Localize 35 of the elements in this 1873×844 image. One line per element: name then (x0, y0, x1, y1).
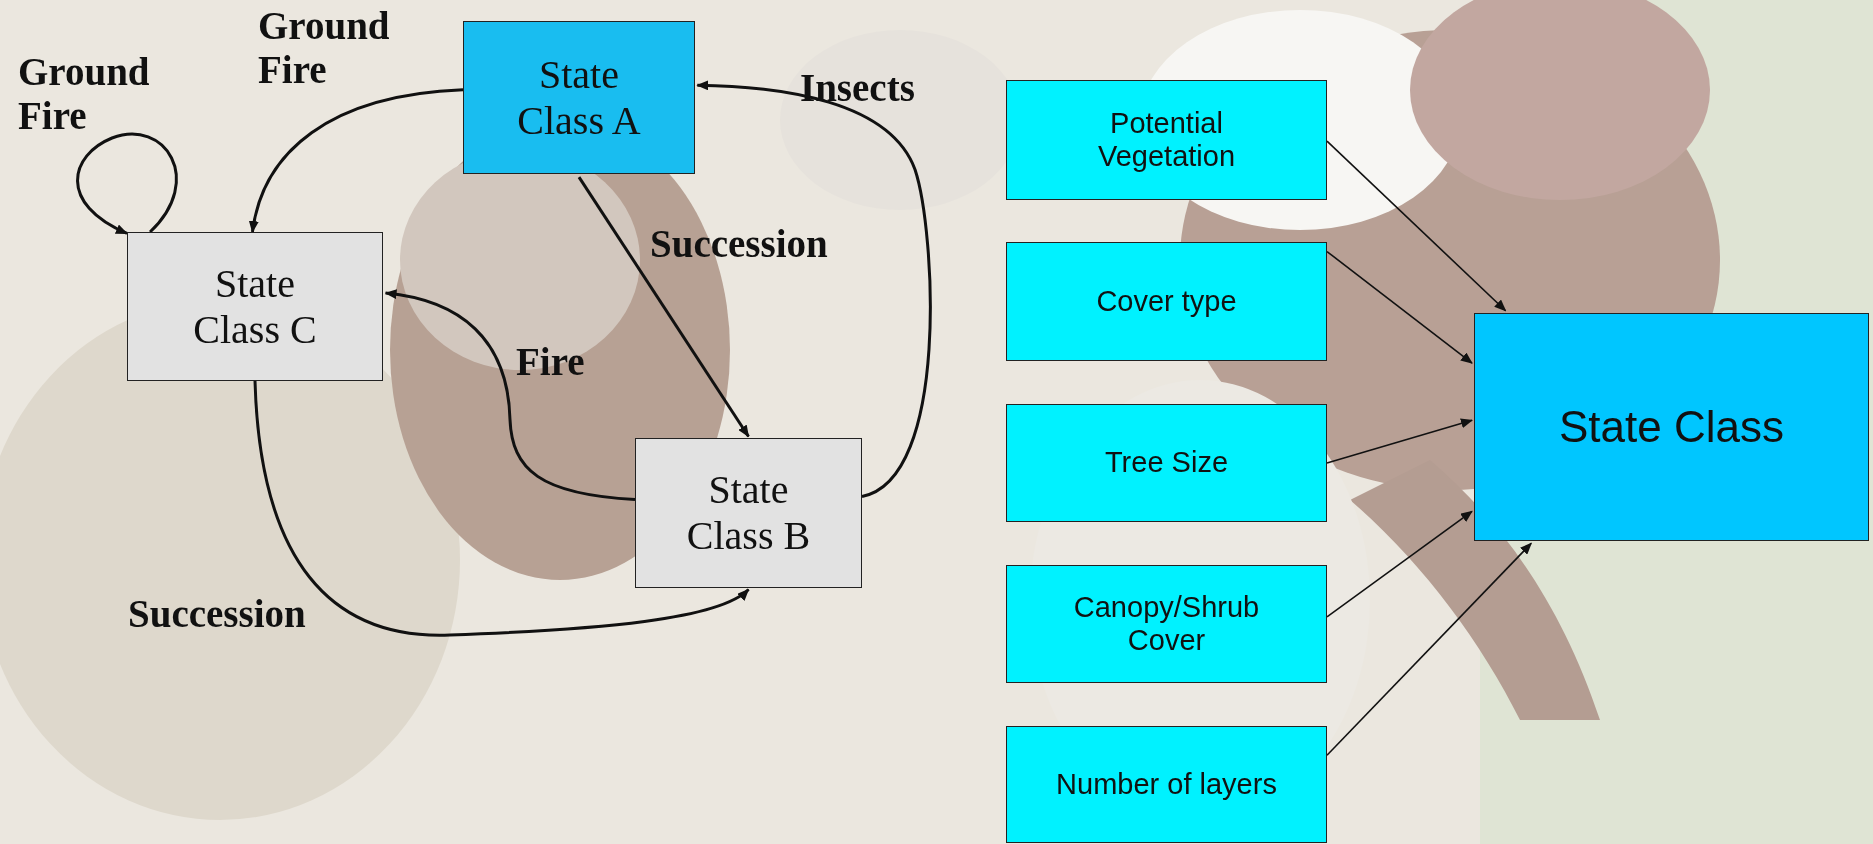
edge-label: Ground Fire (258, 4, 391, 92)
node-label: Potential Vegetation (1096, 106, 1237, 174)
state-box (635, 438, 862, 588)
arrow (696, 80, 932, 498)
arrow (1326, 140, 1507, 312)
arrow (384, 289, 636, 501)
node-label: Number of layers (1055, 767, 1278, 802)
arrow (249, 88, 464, 233)
factor-box (1006, 242, 1327, 361)
factor-box (1006, 565, 1327, 683)
state-box (463, 21, 695, 174)
node-label: State Class (1558, 401, 1785, 453)
node-label: Canopy/Shrub Cover (1072, 590, 1261, 658)
node-label: State Class B (685, 467, 812, 559)
edge-label: Fire (516, 340, 586, 384)
node-label: State Class A (516, 51, 642, 144)
arrow (1326, 542, 1533, 757)
node-label: Tree Size (1104, 446, 1229, 480)
factor-box (1006, 80, 1327, 200)
result-box (1474, 313, 1869, 541)
edge-label: Insects (800, 66, 916, 110)
arrow (577, 176, 750, 438)
factor-box (1006, 726, 1327, 843)
arrow (76, 132, 178, 235)
edge-label: Succession (650, 222, 829, 266)
state-box (127, 232, 383, 381)
arrow (1326, 510, 1473, 618)
edge-label: Succession (128, 592, 307, 636)
arrow (1326, 250, 1473, 364)
factor-box (1006, 404, 1327, 522)
arrow (1326, 418, 1473, 464)
arrow (253, 380, 750, 637)
node-label: Cover type (1095, 284, 1238, 319)
node-label: State Class C (192, 260, 318, 353)
edge-label: Ground Fire (18, 50, 151, 138)
